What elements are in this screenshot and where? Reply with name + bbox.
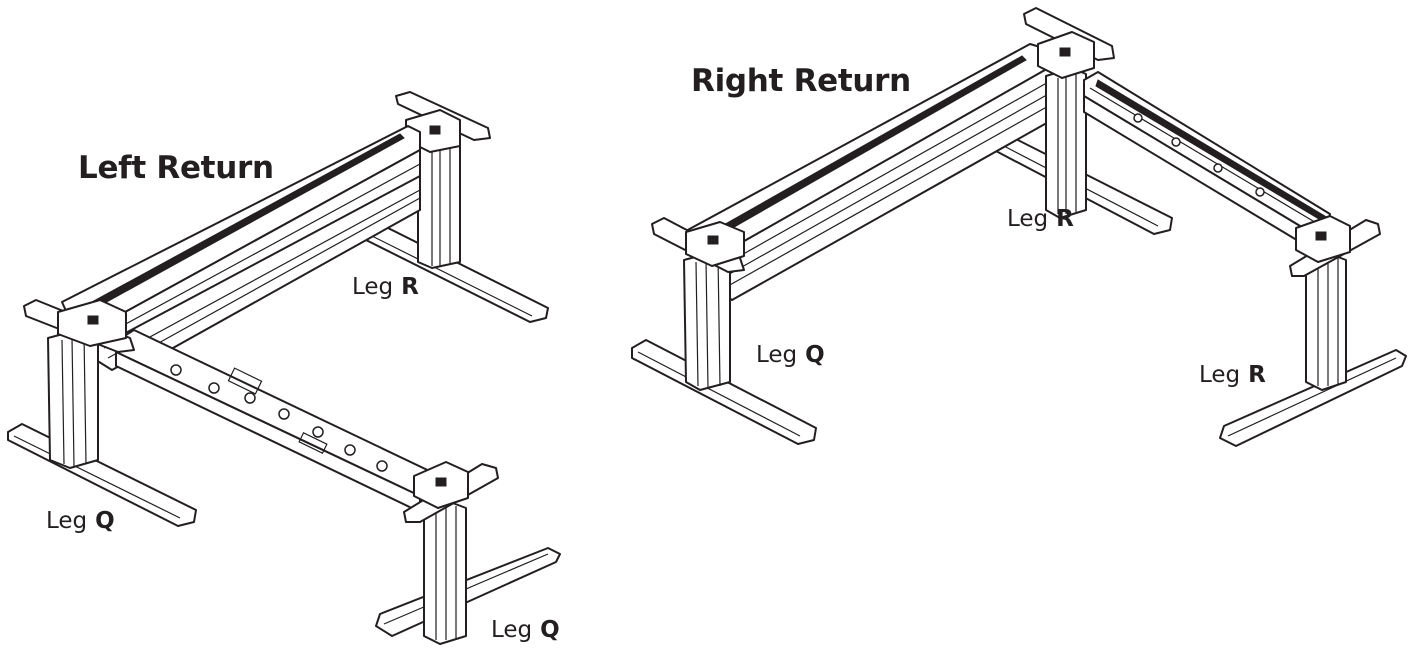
- left-return-frame: [7, 91, 561, 645]
- right-corner-column: [1023, 7, 1115, 219]
- right-leg-r-front: [1219, 215, 1407, 447]
- right-return-frame: [631, 7, 1407, 447]
- left-long-rail: [61, 125, 421, 373]
- leg-letter: Q: [95, 508, 115, 534]
- leg-label-prefix: Leg: [491, 617, 533, 643]
- leg-label-prefix: Leg: [352, 274, 394, 300]
- right-return-rail: [1083, 71, 1331, 249]
- leg-letter: Q: [540, 617, 560, 643]
- right-leg-q-front: [631, 217, 817, 445]
- leg-letter: R: [1248, 362, 1266, 388]
- left-label-leg-r: Leg R: [352, 274, 419, 300]
- left-leg-q-right: [375, 461, 561, 645]
- left-leg-r-back: [365, 91, 549, 323]
- leg-letter: R: [1056, 206, 1074, 232]
- leg-label-prefix: Leg: [46, 508, 88, 534]
- leg-letter: Q: [805, 342, 825, 368]
- left-label-leg-q-front: Leg Q: [46, 508, 115, 534]
- leg-label-prefix: Leg: [756, 342, 798, 368]
- left-leg-q-front: [7, 299, 197, 527]
- right-label-leg-r-middle: Leg R: [1007, 206, 1074, 232]
- left-label-leg-q-right: Leg Q: [491, 617, 560, 643]
- leg-letter: R: [401, 274, 419, 300]
- right-long-rail: [683, 43, 1053, 301]
- right-return-title: Right Return: [691, 63, 911, 99]
- leg-label-prefix: Leg: [1199, 362, 1241, 388]
- leg-label-prefix: Leg: [1007, 206, 1049, 232]
- left-return-title: Left Return: [78, 150, 274, 186]
- left-return-rail: [115, 329, 441, 513]
- right-label-leg-r-front: Leg R: [1199, 362, 1266, 388]
- right-label-leg-q: Leg Q: [756, 342, 825, 368]
